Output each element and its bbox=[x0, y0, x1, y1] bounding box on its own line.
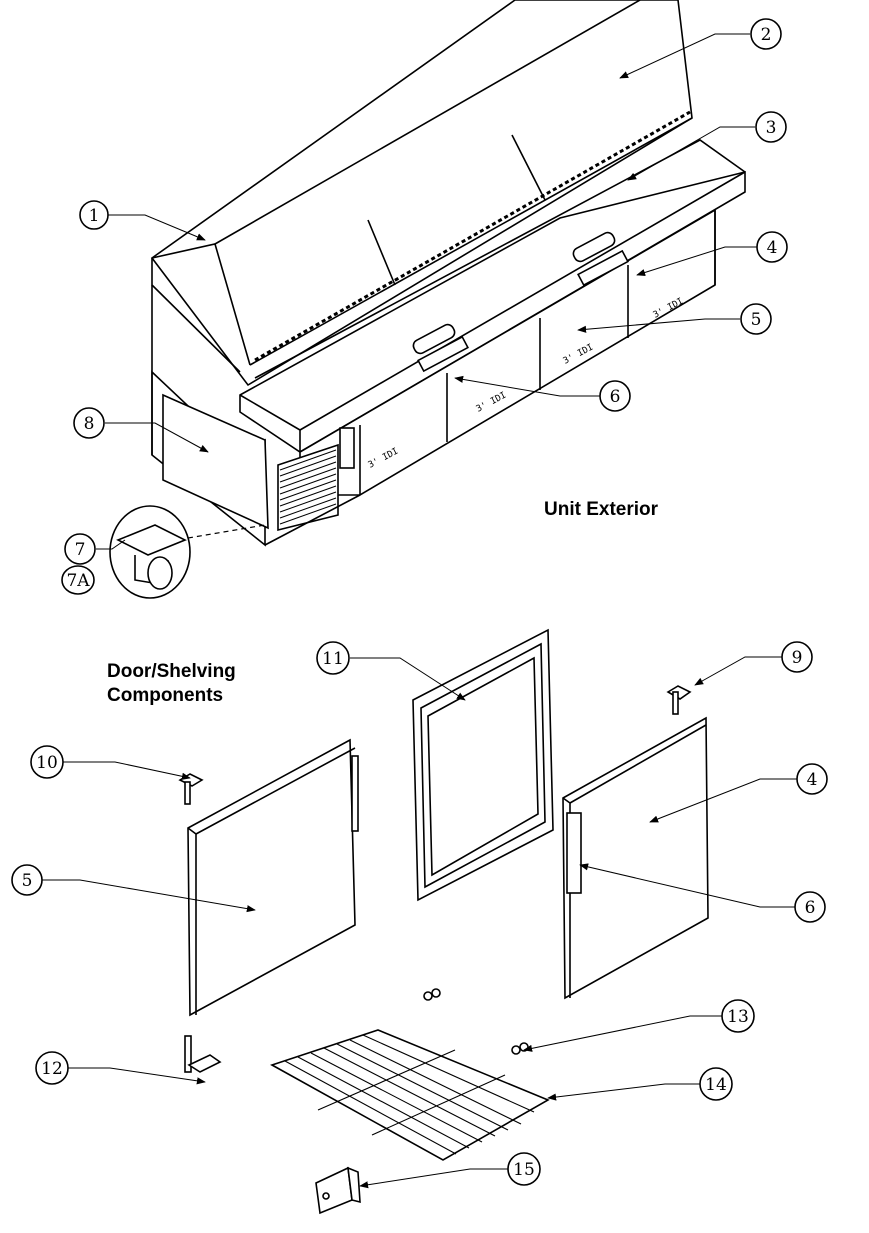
svg-text:4: 4 bbox=[767, 238, 778, 258]
svg-text:1: 1 bbox=[89, 206, 100, 226]
callout-6-top: 6 bbox=[599, 380, 631, 412]
callout-1: 1 bbox=[79, 200, 109, 230]
callout-4-top: 4 bbox=[756, 231, 788, 263]
svg-text:7: 7 bbox=[75, 540, 86, 560]
callout-9: 9 bbox=[781, 641, 813, 673]
callout-7a: 7A bbox=[61, 565, 95, 595]
door-shelving-label-line1: Door/Shelving bbox=[107, 661, 236, 682]
svg-text:6: 6 bbox=[805, 898, 816, 918]
svg-text:9: 9 bbox=[792, 648, 803, 668]
svg-text:13: 13 bbox=[727, 1007, 749, 1027]
door-shelving-label-line2: Components bbox=[107, 685, 223, 706]
svg-text:6: 6 bbox=[610, 387, 621, 407]
callout-11: 11 bbox=[316, 641, 350, 675]
svg-text:5: 5 bbox=[751, 310, 762, 330]
callout-6-bottom: 6 bbox=[794, 891, 826, 923]
callout-7: 7 bbox=[64, 533, 96, 565]
callout-3: 3 bbox=[755, 111, 787, 143]
svg-text:4: 4 bbox=[807, 770, 818, 790]
callout-12: 12 bbox=[35, 1051, 69, 1085]
callout-2: 2 bbox=[750, 18, 782, 50]
unit-exterior-label: Unit Exterior bbox=[544, 499, 659, 520]
callout-14: 14 bbox=[699, 1067, 733, 1101]
svg-text:7A: 7A bbox=[66, 571, 90, 591]
callout-4-bottom: 4 bbox=[796, 763, 828, 795]
callouts: 1 2 3 4 5 6 8 7 7A 9 11 10 4 5 6 13 12 1… bbox=[11, 18, 828, 1186]
callout-15: 15 bbox=[507, 1152, 541, 1186]
svg-text:15: 15 bbox=[513, 1160, 535, 1180]
svg-text:11: 11 bbox=[322, 649, 344, 669]
svg-text:5: 5 bbox=[22, 871, 33, 891]
svg-text:3: 3 bbox=[766, 118, 777, 138]
svg-text:10: 10 bbox=[36, 753, 58, 773]
unit-exterior-drawing: 3' IDI 3' IDI 3' IDI 3' IDI bbox=[109, 0, 746, 599]
callout-5-top: 5 bbox=[740, 303, 772, 335]
svg-text:2: 2 bbox=[761, 25, 772, 45]
callout-13: 13 bbox=[721, 999, 755, 1033]
door-shelving-drawing bbox=[178, 628, 709, 1215]
callout-8: 8 bbox=[73, 407, 105, 439]
callout-5-bottom: 5 bbox=[11, 864, 43, 896]
svg-text:14: 14 bbox=[705, 1075, 727, 1095]
svg-text:8: 8 bbox=[84, 414, 95, 434]
svg-text:12: 12 bbox=[41, 1059, 63, 1079]
callout-10: 10 bbox=[30, 745, 64, 779]
leader-lines bbox=[42, 33, 797, 1189]
